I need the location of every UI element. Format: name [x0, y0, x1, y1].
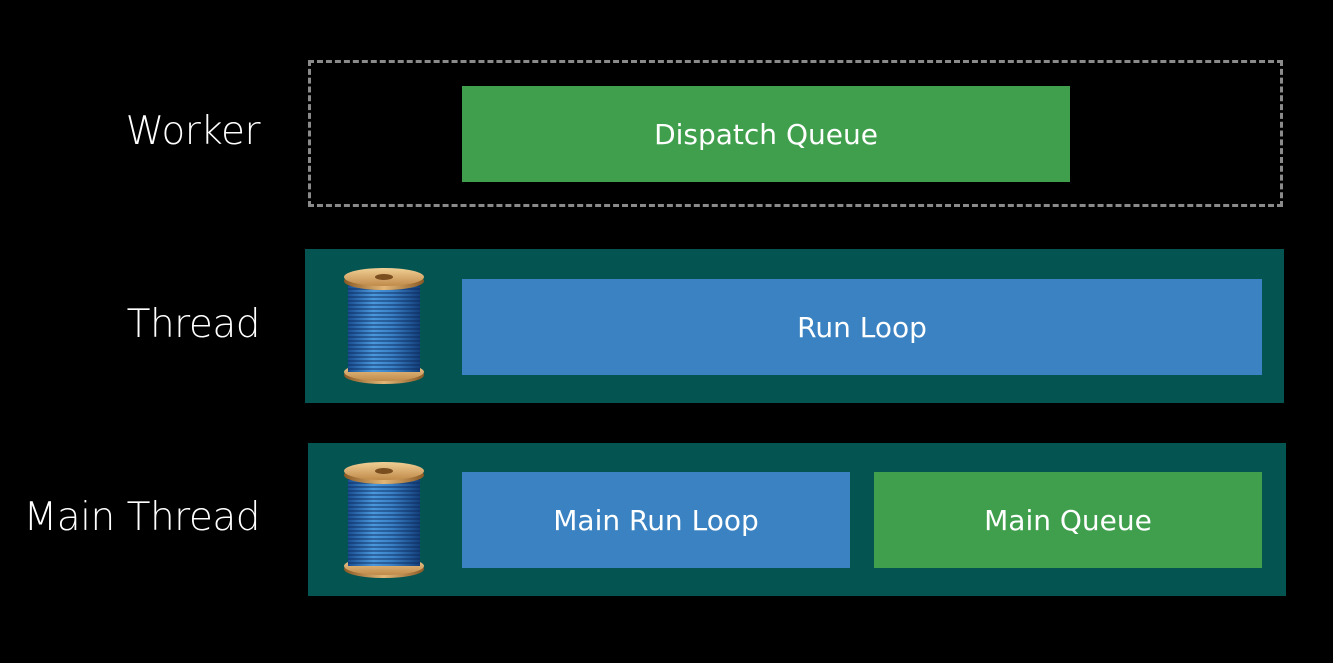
main-thread-spool-icon — [344, 462, 424, 578]
run-loop-box: Run Loop — [462, 279, 1262, 375]
main-queue-box: Main Queue — [874, 472, 1262, 568]
worker-container — [308, 60, 1283, 207]
main-run-loop-box: Main Run Loop — [462, 472, 850, 568]
thread-label: Thread — [126, 302, 261, 347]
thread-spool-icon — [344, 268, 424, 384]
dispatch-queue-box: Dispatch Queue — [462, 86, 1070, 182]
main-thread-label: Main Thread — [23, 495, 261, 540]
worker-label: Worker — [125, 109, 261, 154]
